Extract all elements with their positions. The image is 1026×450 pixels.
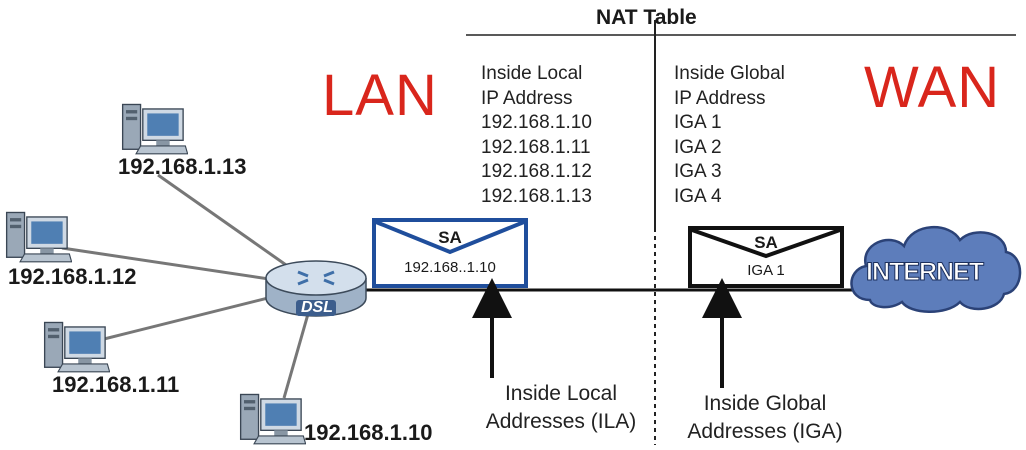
wan-packet-sa-label: SA xyxy=(754,233,778,252)
table-cell: 192.168.1.12 xyxy=(481,161,592,183)
ila-note-line: Addresses (ILA) xyxy=(485,410,637,433)
table-cell: 192.168.1.11 xyxy=(481,136,591,158)
table-cell: 192.168.1.13 xyxy=(481,185,592,207)
computer-icon xyxy=(5,211,72,263)
lan-zone-label: LAN xyxy=(322,63,438,128)
computer-icon xyxy=(43,321,110,373)
table-cell: IGA 1 xyxy=(674,112,722,134)
ila-note: Inside Local Addresses (ILA) xyxy=(470,380,652,436)
column-header: Inside Global xyxy=(674,63,785,84)
table-cell: 192.168.1.10 xyxy=(481,112,592,134)
host-label-1-10: 192.168.1.10 xyxy=(304,420,433,445)
nat-table-title: NAT Table xyxy=(596,6,697,29)
internet-label: INTERNET xyxy=(866,258,985,287)
table-cell: IGA 3 xyxy=(674,161,722,183)
ila-note-line: Inside Local xyxy=(504,382,618,405)
host-label-1-11: 192.168.1.11 xyxy=(52,372,180,397)
host-label-1-13: 192.168.1.13 xyxy=(118,154,247,179)
lan-packet-envelope xyxy=(372,218,528,288)
column-header: IP Address xyxy=(481,87,573,109)
wan-packet-envelope xyxy=(688,226,844,288)
lan-packet-sa-label: SA xyxy=(438,228,462,247)
inside-local-column: Inside Local IP Address 192.168.1.10 192… xyxy=(481,62,592,210)
column-header: Inside Local xyxy=(481,63,583,84)
host-label-1-12: 192.168.1.12 xyxy=(8,264,137,289)
inside-global-column: Inside Global IP Address IGA 1 IGA 2 IGA… xyxy=(674,62,785,210)
wan-zone-label: WAN xyxy=(864,55,1001,120)
column-header: IP Address xyxy=(674,87,766,109)
computer-icon xyxy=(239,393,306,445)
router-label: DSL xyxy=(301,299,333,316)
table-cell: IGA 2 xyxy=(674,136,722,158)
table-cell: IGA 4 xyxy=(674,185,722,207)
wan-packet-address: IGA 1 xyxy=(747,262,785,279)
iga-note-line: Addresses (IGA) xyxy=(687,420,843,443)
iga-note-line: Inside Global xyxy=(703,392,827,415)
iga-note: Inside Global Addresses (IGA) xyxy=(672,390,858,446)
lan-packet-address: 192.168..1.10 xyxy=(404,259,496,276)
router-icon xyxy=(265,260,367,317)
computer-icon xyxy=(121,103,188,155)
internet-cloud-icon xyxy=(850,226,1022,313)
